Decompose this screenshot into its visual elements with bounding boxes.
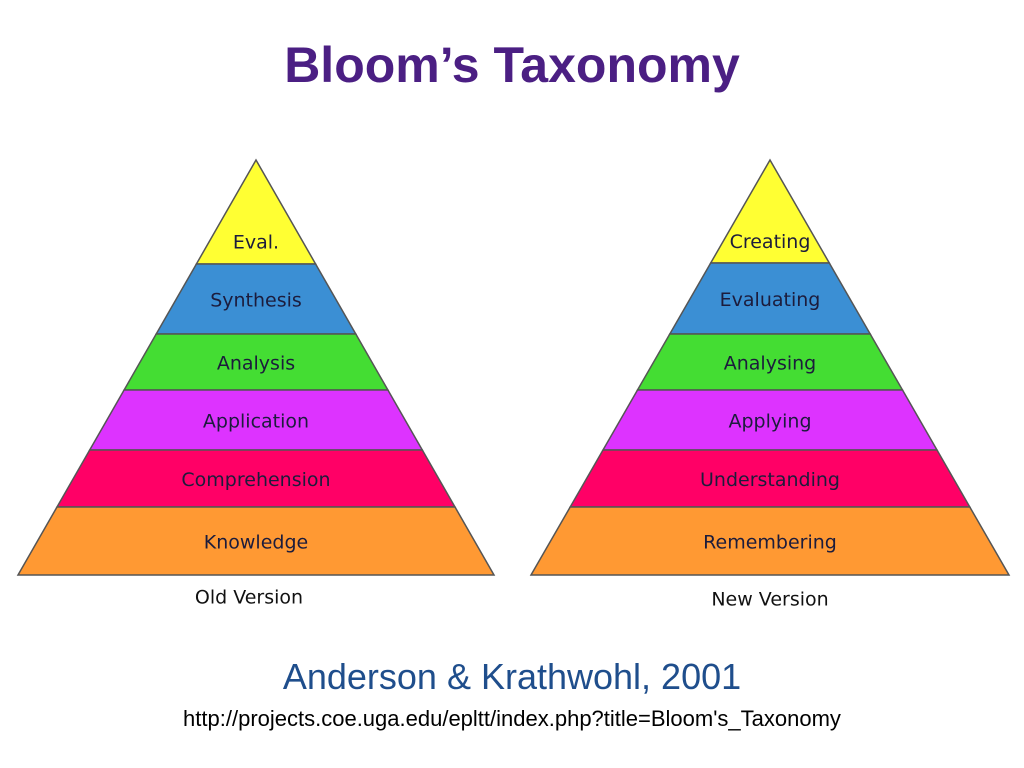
level-label-application: Application [203,411,309,433]
citation: Anderson & Krathwohl, 2001 [282,656,742,697]
level-label-applying: Applying [728,411,811,433]
old-version-label: Old Version [195,587,303,609]
new-version-label: New Version [711,589,828,611]
pyramid-new-version: CreatingEvaluatingAnalysingApplyingUnder… [529,158,1011,611]
level-label-comprehension: Comprehension [181,469,330,491]
level-label-analysing: Analysing [724,353,817,375]
pyramid-old-version: Eval. SynthesisAnalysisApplicationCompreh… [16,158,496,609]
level-label-synthesis: Synthesis [210,290,302,312]
slide-title: Bloom’s Taxonomy [284,37,740,93]
level-label-analysis: Analysis [217,353,295,375]
level-label-knowledge: Knowledge [204,532,308,554]
level-label-eval: Eval. [233,232,279,254]
level-label-remembering: Remembering [703,532,837,554]
level-label-understanding: Understanding [700,469,840,491]
pyramid-level-knowledge [16,506,496,576]
source-url: http://projects.coe.uga.edu/epltt/index.… [183,706,841,731]
level-label-evaluating: Evaluating [720,289,821,311]
pyramid-level-remembering [529,506,1011,576]
level-label-creating: Creating [730,231,811,253]
